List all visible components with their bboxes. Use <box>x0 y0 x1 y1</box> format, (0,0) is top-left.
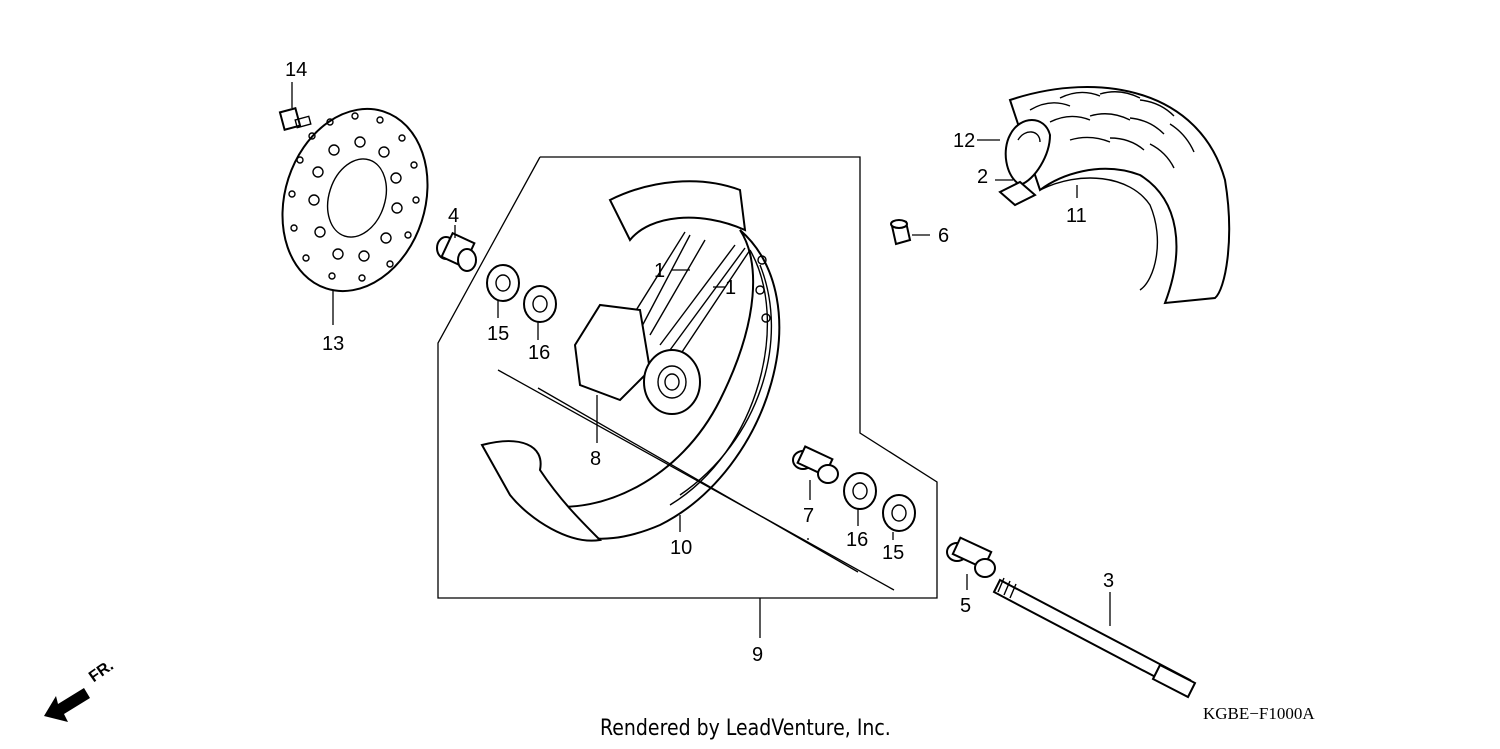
callout-1-upper: 1 <box>654 260 665 282</box>
callout-5: 5 <box>960 595 971 617</box>
rim-band <box>998 180 1037 207</box>
distance-collar <box>792 445 839 484</box>
inner-tube <box>1004 119 1052 187</box>
front-axle <box>992 577 1197 699</box>
disc-bolt <box>278 107 312 131</box>
callout-1-lower: 1 <box>725 277 736 299</box>
axle-collar <box>946 536 996 578</box>
callout-13: 13 <box>322 333 344 355</box>
callout-7: 7 <box>803 505 814 527</box>
callout-16-right: 16 <box>846 529 868 551</box>
callout-12: 12 <box>953 130 975 152</box>
callout-2: 2 <box>977 166 988 188</box>
diagram-code: KGBE−F1000A <box>1203 704 1315 723</box>
callout-3: 3 <box>1103 570 1114 592</box>
side-collar <box>436 231 477 272</box>
bearing-left <box>486 264 520 302</box>
assembly-outline <box>437 156 938 599</box>
leader-lines <box>291 82 1111 638</box>
spokes <box>629 231 751 356</box>
callout-11: 11 <box>1066 205 1087 227</box>
callout-9: 9 <box>752 644 763 666</box>
callout-4: 4 <box>448 205 459 227</box>
callout-16-left: 16 <box>528 342 550 364</box>
callout-15-left: 15 <box>487 323 509 345</box>
tire <box>1008 86 1231 305</box>
wheel-rim <box>480 180 781 542</box>
bearing-right <box>843 472 877 510</box>
brake-disc <box>281 107 429 293</box>
render-credit: Rendered by LeadVenture, Inc. <box>600 716 891 741</box>
front-arrow-icon <box>44 688 90 722</box>
wheel-hub <box>573 303 701 415</box>
callout-6: 6 <box>938 225 949 247</box>
dust-seal-left <box>523 285 557 323</box>
dust-seal-right <box>882 494 916 532</box>
callout-10: 10 <box>670 537 692 559</box>
valve-cap <box>890 219 912 246</box>
callout-14: 14 <box>285 59 307 81</box>
callout-15-right: 15 <box>882 542 904 564</box>
callout-8: 8 <box>590 448 601 470</box>
